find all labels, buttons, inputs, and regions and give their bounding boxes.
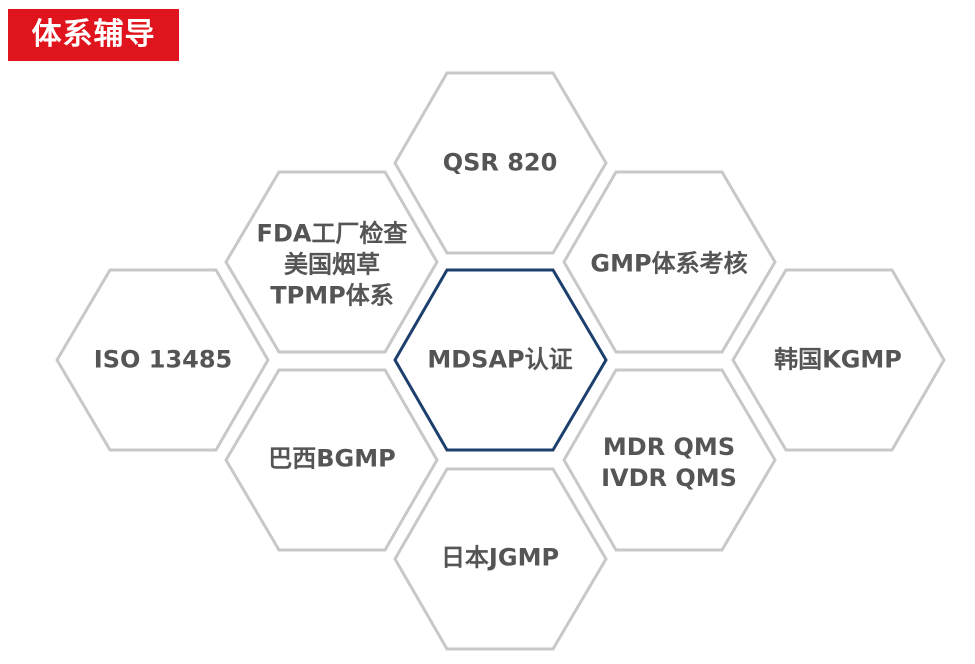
hex-lower-left[interactable]	[224, 368, 439, 552]
hex-top-label: QSR 820	[400, 148, 600, 179]
hex-upper-left[interactable]	[224, 170, 439, 354]
hex-far-left-line-1: ISO 13485	[93, 345, 233, 374]
hex-top-line-1: QSR 820	[442, 148, 558, 177]
hex-top[interactable]	[393, 71, 608, 255]
hex-lower-right[interactable]	[562, 368, 777, 552]
hex-center-label: MDSAP认证	[400, 345, 600, 376]
hex-upper-left-label: FDA工厂检查 美国烟草 TPMP体系	[232, 219, 432, 312]
hex-far-right-label: 韩国KGMP	[738, 345, 938, 376]
section-title: 体系辅导	[8, 9, 179, 61]
hex-upper-left-line-3: TPMP体系	[270, 281, 394, 310]
hex-lower-right-line-1: MDR QMS	[602, 433, 736, 461]
hex-upper-left-line-2: 美国烟草	[284, 250, 380, 279]
hex-lower-right-label: MDR QMS IVDR QMS	[569, 432, 769, 494]
hex-upper-left-line-1: FDA工厂检查	[256, 219, 408, 248]
hex-upper-right-label: GMP体系考核	[569, 249, 769, 280]
hex-bottom-label: 日本JGMP	[400, 543, 600, 574]
hex-center-line-1: MDSAP认证	[427, 345, 573, 374]
hex-far-left-label: ISO 13485	[63, 345, 263, 376]
hex-upper-right[interactable]	[562, 170, 777, 354]
hex-lower-left-label: 巴西BGMP	[232, 444, 432, 475]
hex-lower-right-line-2: IVDR QMS	[601, 464, 737, 492]
hex-bottom-line-1: 日本JGMP	[440, 543, 560, 572]
hex-lower-left-line-1: 巴西BGMP	[268, 444, 396, 473]
hex-upper-right-line-1: GMP体系考核	[590, 249, 748, 278]
hex-far-right[interactable]	[731, 268, 946, 452]
hex-far-left[interactable]	[55, 268, 270, 452]
hex-far-right-line-1: 韩国KGMP	[774, 345, 902, 374]
hex-center[interactable]	[393, 268, 608, 452]
hex-bottom[interactable]	[393, 467, 608, 651]
